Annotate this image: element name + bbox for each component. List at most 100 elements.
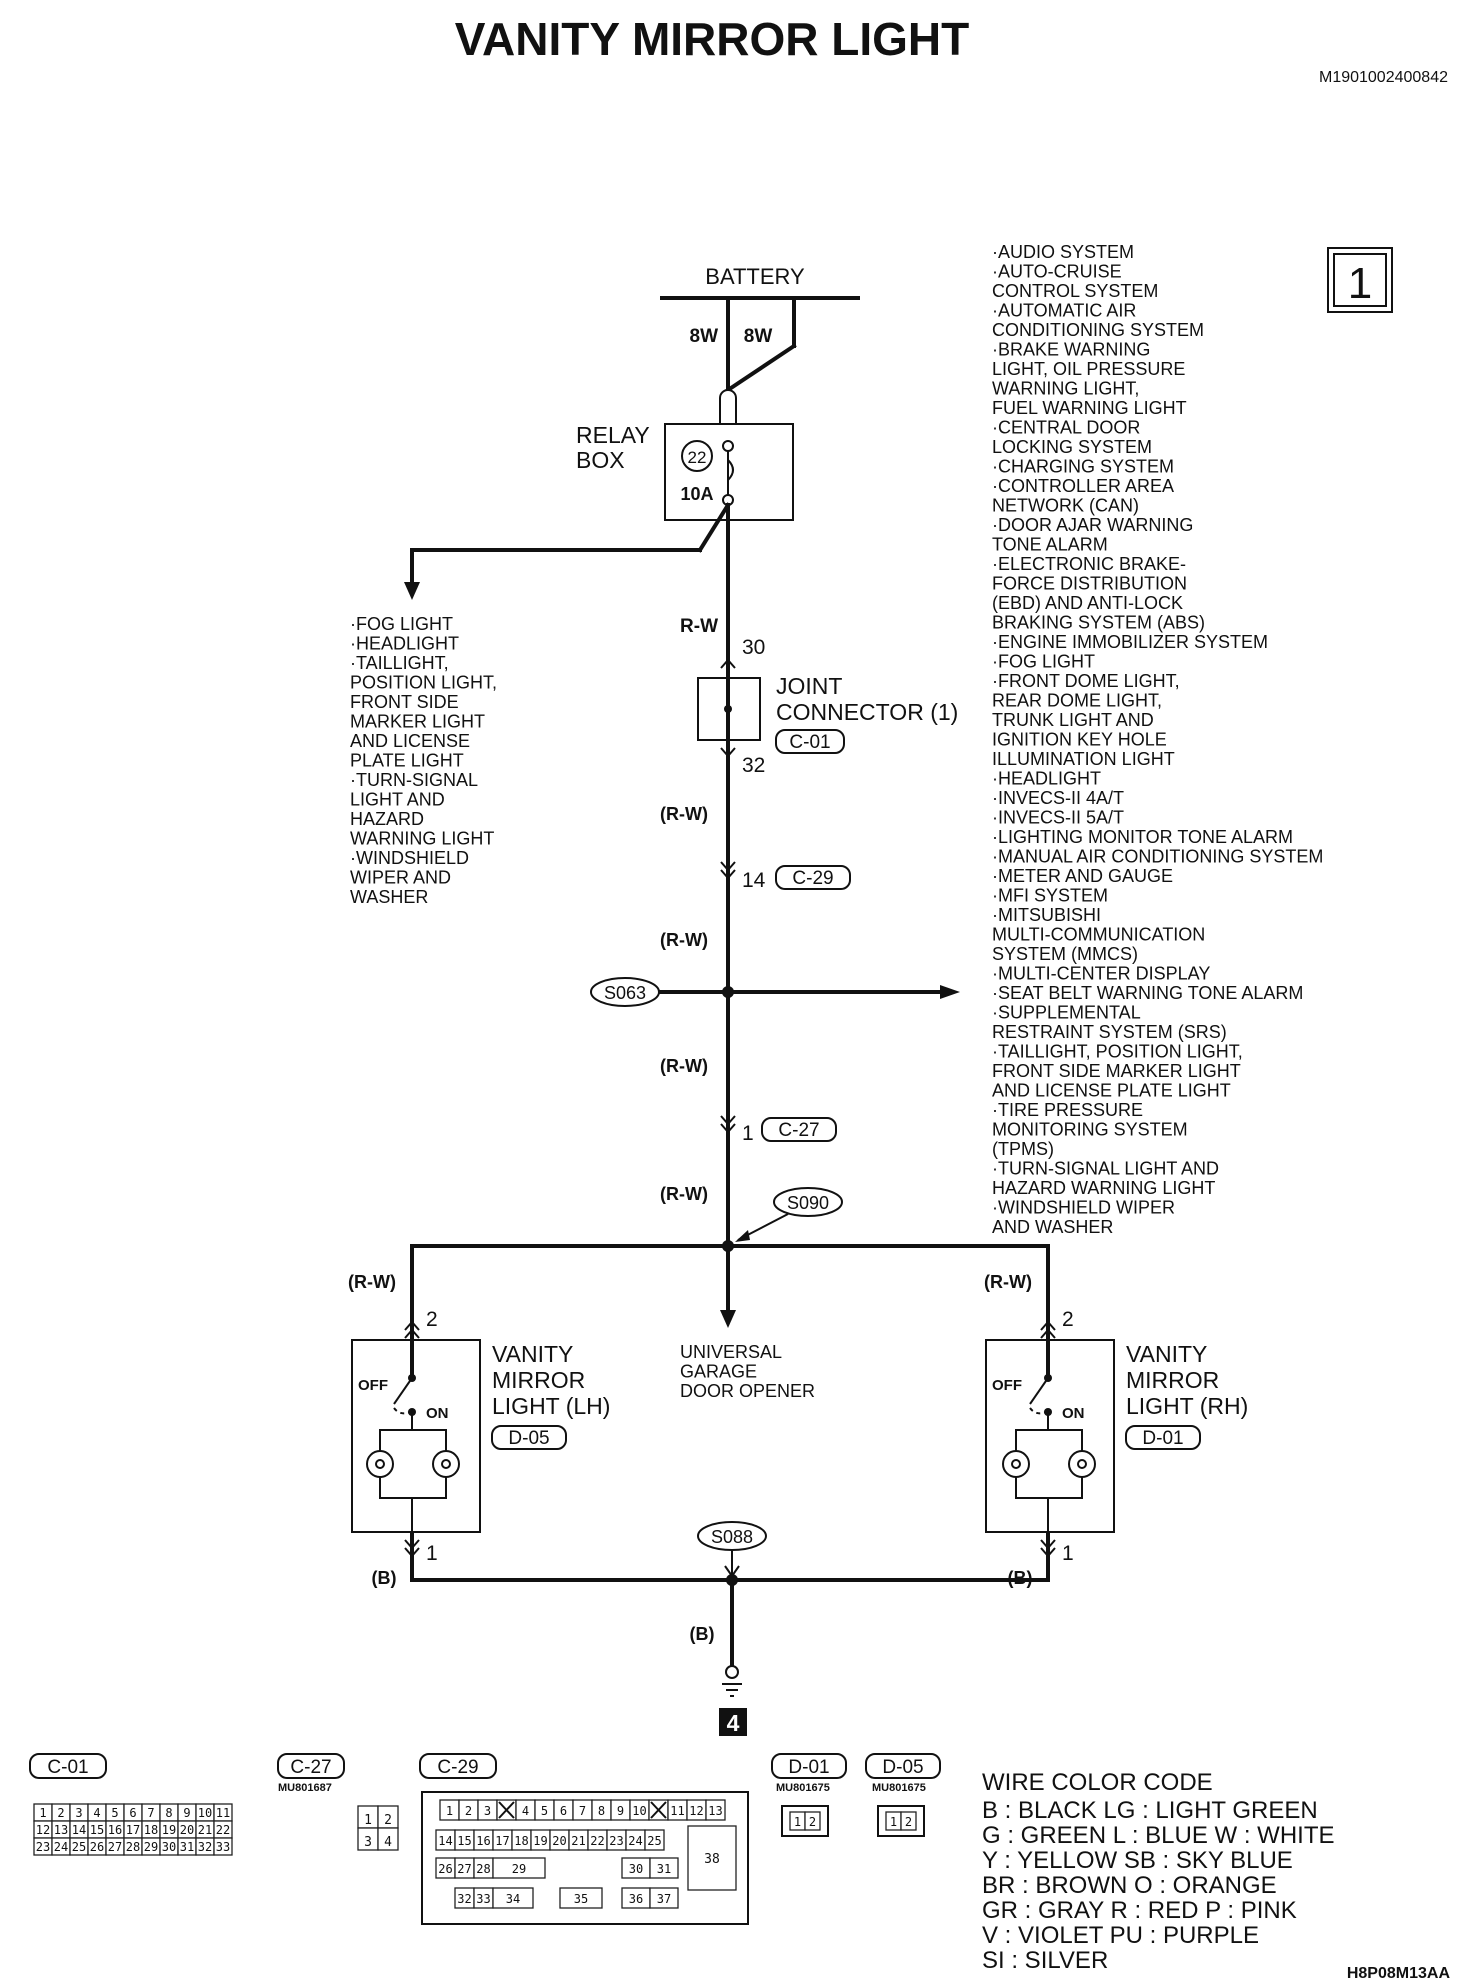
d01-view-id: D-01 xyxy=(788,1757,829,1778)
right-system-item: LOCKING SYSTEM xyxy=(992,437,1152,457)
arrow-down-icon xyxy=(404,582,420,600)
pin-cell xyxy=(649,1887,679,1909)
pin-label: 11 xyxy=(216,1806,230,1820)
pin-label: 33 xyxy=(216,1840,230,1854)
joint-connector-id: C-01 xyxy=(789,732,830,753)
page-marker: 1 xyxy=(1348,259,1372,308)
pin-label: 22 xyxy=(590,1834,604,1848)
lh-pin-bottom: 1 xyxy=(426,1542,438,1565)
pin-label: 8 xyxy=(598,1804,605,1818)
wire-color-code-item: V : VIOLET PU : PURPLE xyxy=(982,1922,1259,1949)
right-system-item: ·FRONT DOME LIGHT, xyxy=(992,671,1180,691)
pin-cell xyxy=(492,1857,546,1879)
wire-color-code-item: G : GREEN L : BLUE W : WHITE xyxy=(982,1822,1335,1849)
right-system-item: CONDITIONING SYSTEM xyxy=(992,320,1204,340)
left-system-item: POSITION LIGHT, xyxy=(350,673,497,693)
pin-label: 16 xyxy=(476,1834,490,1848)
right-system-item: AND LICENSE PLATE LIGHT xyxy=(992,1081,1231,1101)
garage-line: DOOR OPENER xyxy=(680,1381,815,1401)
lh-wire-top: (R-W) xyxy=(348,1272,396,1292)
right-system-item: NETWORK (CAN) xyxy=(992,496,1139,516)
pin-label: 25 xyxy=(72,1840,86,1854)
ground-wire: (B) xyxy=(690,1624,715,1644)
left-system-item: PLATE LIGHT xyxy=(350,751,464,771)
right-system-item: ·HEADLIGHT xyxy=(992,769,1101,789)
splice-s063 xyxy=(590,977,660,1007)
pin-label: 2 xyxy=(465,1804,472,1818)
c27-pin: 1 xyxy=(742,1122,754,1145)
right-system-item: CONTROL SYSTEM xyxy=(992,281,1158,301)
right-system-item: TONE ALARM xyxy=(992,535,1108,555)
right-system-item: ·MFI SYSTEM xyxy=(992,886,1108,906)
pin-label: 38 xyxy=(704,1852,720,1867)
left-system-item: AND LICENSE xyxy=(350,731,470,751)
wire-color-code-item: BR : BROWN O : ORANGE xyxy=(982,1872,1277,1899)
pin-cell xyxy=(559,1887,603,1909)
pin-label: 16 xyxy=(108,1823,122,1837)
pin-label: 24 xyxy=(54,1840,68,1854)
left-system-item: ·TURN-SIGNAL xyxy=(350,770,478,790)
splice-s063-label: S063 xyxy=(604,983,646,1003)
pin-label: 3 xyxy=(364,1835,372,1850)
pin-label: 13 xyxy=(54,1823,68,1837)
left-system-item: WIPER AND xyxy=(350,868,451,888)
pin-label: 18 xyxy=(514,1834,528,1848)
c01-view-id: C-01 xyxy=(47,1757,88,1778)
pin-cell xyxy=(900,1811,917,1831)
splice-s090 xyxy=(773,1187,843,1217)
pin-label: 3 xyxy=(75,1806,82,1820)
footer-code: H8P08M13AA xyxy=(1347,1965,1451,1982)
lh-on: ON xyxy=(426,1405,449,1422)
pin-label: 7 xyxy=(147,1806,154,1820)
right-system-item: FRONT SIDE MARKER LIGHT xyxy=(992,1061,1241,1081)
pin-label: 22 xyxy=(216,1823,230,1837)
garage-line: GARAGE xyxy=(680,1362,757,1382)
pin-cell xyxy=(644,1829,665,1851)
pin-label: 28 xyxy=(126,1840,140,1854)
joint-pin-in: 30 xyxy=(742,636,765,659)
ground-number: 4 xyxy=(727,1710,740,1736)
battery-wire-left: 8W xyxy=(690,326,719,347)
left-system-item: HAZARD xyxy=(350,809,424,829)
pin-label: 37 xyxy=(657,1892,671,1906)
right-system-item: ·AUTO-CRUISE xyxy=(992,262,1122,282)
pin-label: 28 xyxy=(476,1862,490,1876)
right-system-item: ·MULTI-CENTER DISPLAY xyxy=(992,964,1210,984)
right-system-item: BRAKING SYSTEM (ABS) xyxy=(992,613,1205,633)
vanity-lh-label-2: MIRROR xyxy=(492,1367,585,1393)
right-system-item: ·INVECS-II 5A/T xyxy=(992,808,1124,828)
vanity-lh-id: D-05 xyxy=(508,1428,549,1449)
pin-label: 32 xyxy=(198,1840,212,1854)
pin-label: 8 xyxy=(165,1806,172,1820)
pin-label: 17 xyxy=(495,1834,509,1848)
d01-part: MU801675 xyxy=(776,1782,830,1794)
pin-label: 10 xyxy=(198,1806,212,1820)
pin-label: 20 xyxy=(552,1834,566,1848)
wire-rw-5: (R-W) xyxy=(660,1184,708,1204)
wire-rw-4: (R-W) xyxy=(660,1056,708,1076)
pin-label: 12 xyxy=(36,1823,50,1837)
pin-label: 15 xyxy=(90,1823,104,1837)
rh-off: OFF xyxy=(992,1377,1022,1394)
right-system-item: ·FOG LIGHT xyxy=(992,652,1095,672)
pin-label: 34 xyxy=(506,1892,520,1906)
pin-cell xyxy=(377,1827,399,1851)
c29-pin: 14 xyxy=(742,869,766,892)
page-marker-box xyxy=(1327,247,1393,313)
pin-label: 20 xyxy=(180,1823,194,1837)
pin-label: 17 xyxy=(126,1823,140,1837)
pin-label: 27 xyxy=(457,1862,471,1876)
right-system-item: ·METER AND GAUGE xyxy=(992,866,1173,886)
pin-label: 27 xyxy=(108,1840,122,1854)
right-system-item: ·TAILLIGHT, POSITION LIGHT, xyxy=(992,1042,1243,1062)
c27-part: MU801687 xyxy=(278,1782,332,1794)
garage-arrow-icon xyxy=(720,1310,736,1328)
right-system-item: REAR DOME LIGHT, xyxy=(992,691,1162,711)
